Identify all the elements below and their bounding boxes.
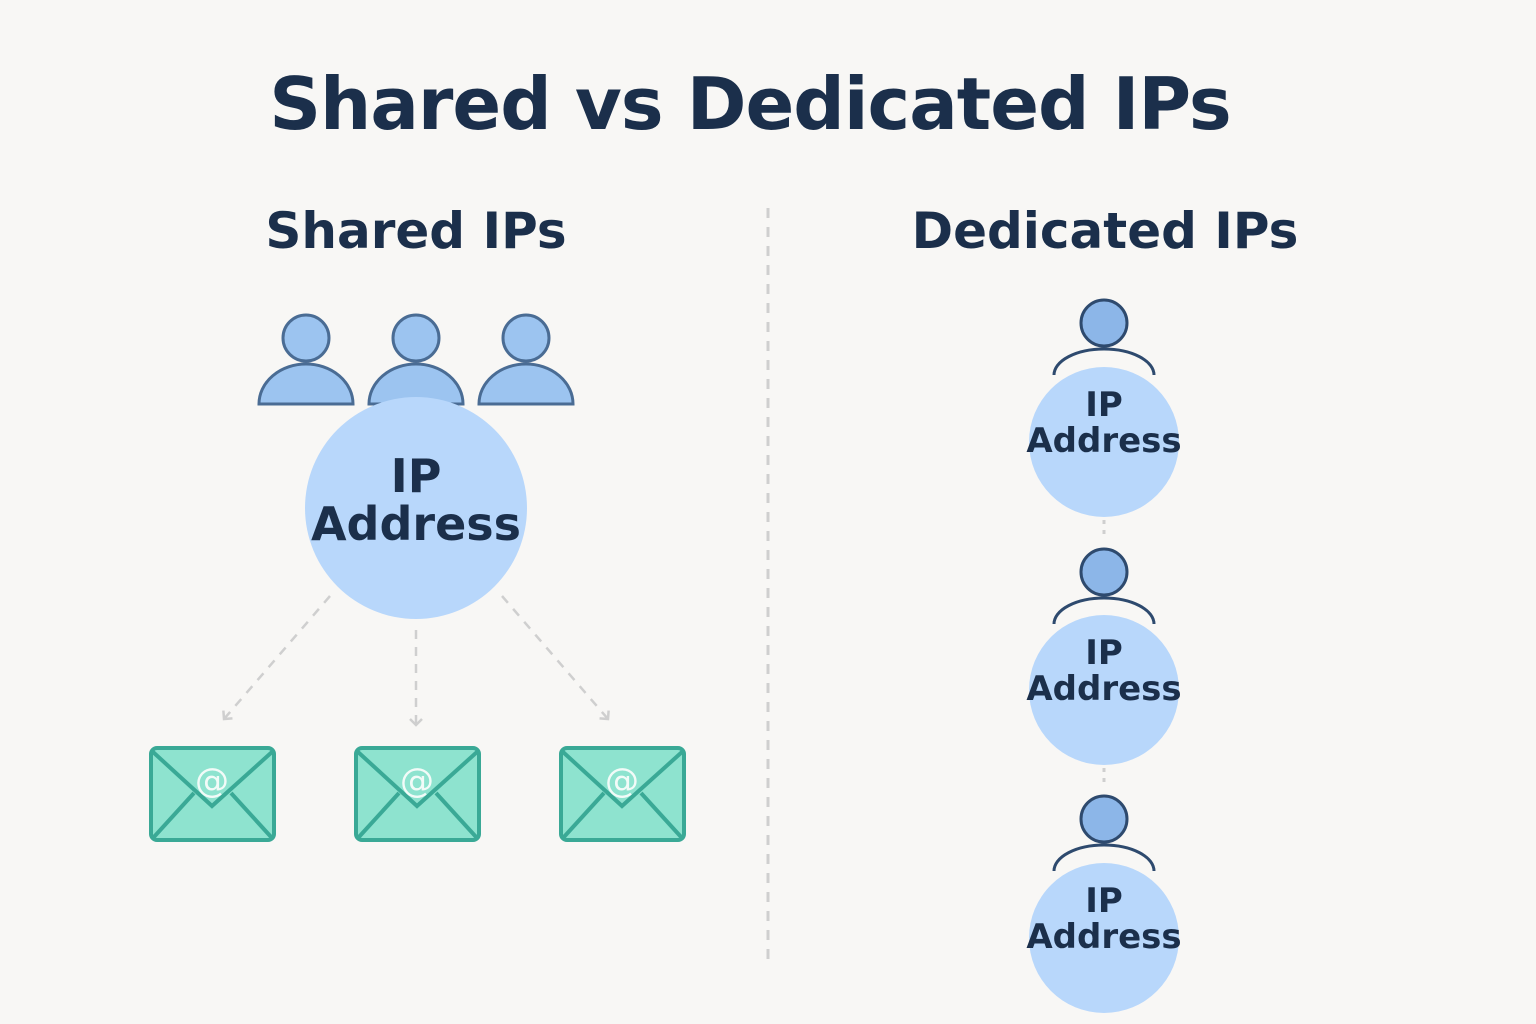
- dedicated-ip-circle: [1029, 863, 1179, 1013]
- dedicated-ip-label: IP Address: [1024, 633, 1184, 709]
- dedicated-user-icon: [1052, 298, 1156, 376]
- ip-label-line2: Address: [1026, 420, 1182, 461]
- ip-label-line1: IP: [390, 449, 442, 503]
- user-icon: [367, 313, 465, 406]
- dedicated-ip-label: IP Address: [1024, 881, 1184, 957]
- email-envelope-icon: @: [559, 746, 686, 842]
- at-symbol: @: [605, 761, 639, 801]
- ip-label-line2: Address: [310, 497, 522, 552]
- arrow-to-email-1: [222, 595, 331, 721]
- ip-label-line1: IP: [1085, 385, 1123, 425]
- user-icon: [257, 313, 355, 406]
- shared-ip-circle: [305, 397, 527, 619]
- page-title: Shared vs Dedicated IPs: [269, 62, 1232, 146]
- email-envelope-icon: @: [149, 746, 276, 842]
- dedicated-ip-circle: [1029, 367, 1179, 517]
- ip-label-line2: Address: [1026, 668, 1182, 709]
- arrow-to-email-3: [501, 595, 610, 721]
- dedicated-section-title: Dedicated IPs: [911, 202, 1299, 260]
- ip-label-line1: IP: [1085, 633, 1123, 673]
- at-symbol: @: [195, 761, 229, 801]
- at-symbol: @: [400, 761, 434, 801]
- ip-label-line2: Address: [1026, 916, 1182, 957]
- email-envelope-icon: @: [354, 746, 481, 842]
- ip-label-line1: IP: [1085, 881, 1123, 921]
- shared-ip-label: IP Address: [306, 452, 526, 549]
- dedicated-ip-label: IP Address: [1024, 385, 1184, 461]
- user-icon: [477, 313, 575, 406]
- dedicated-ip-circle: [1029, 615, 1179, 765]
- shared-section-title: Shared IPs: [265, 202, 567, 260]
- dedicated-user-icon: [1052, 794, 1156, 872]
- dedicated-user-icon: [1052, 547, 1156, 625]
